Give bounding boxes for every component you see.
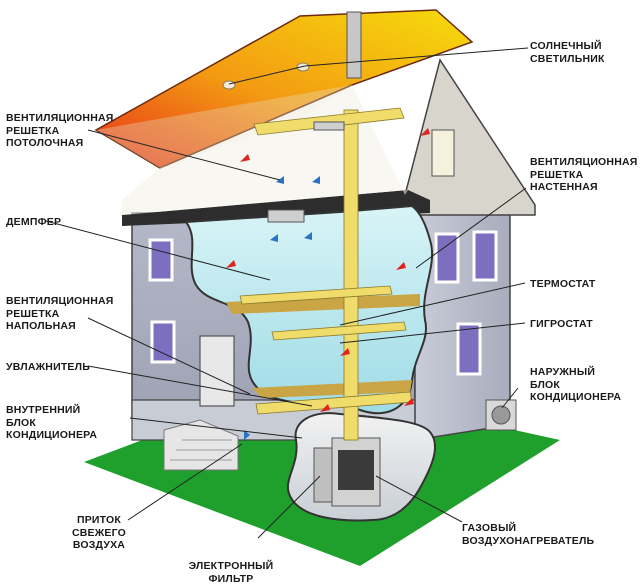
window-bottom-left (150, 320, 176, 364)
upper-duct (239, 285, 393, 305)
solar-lamp-1 (222, 80, 236, 90)
door (199, 335, 235, 407)
mid-duct (271, 321, 407, 341)
airflow-arrows (226, 128, 430, 440)
ceiling-vent (313, 121, 345, 131)
floor-slab-2 (226, 294, 420, 314)
label-hygrostat: ГИГРОСТАТ (530, 318, 593, 330)
outdoor-ac-unit (485, 399, 517, 431)
floor-slab-1 (252, 380, 412, 398)
window-side-3 (456, 322, 482, 376)
label-humidifier: УВЛАЖНИТЕЛЬ (6, 361, 90, 373)
label-electronic-filter: ЭЛЕКТРОННЫЙ ФИЛЬТР (188, 560, 274, 585)
label-outdoor-unit: НАРУЖНЫЙ БЛОК КОНДИЦИОНЕРА (530, 366, 622, 403)
label-floor-grille: ВЕНТИЛЯЦИОННАЯ РЕШЕТКА НАПОЛЬНАЯ (6, 295, 114, 332)
roof-vent-pipe (346, 11, 362, 79)
label-indoor-unit: ВНУТРЕННИЙ БЛОК КОНДИЦИОНЕРА (6, 404, 98, 441)
window-side-1 (434, 232, 460, 284)
label-ceiling-grille: ВЕНТИЛЯЦИОННАЯ РЕШЕТКА ПОТОЛОЧНАЯ (6, 112, 114, 149)
label-solar-lamp: СОЛНЕЧНЫЙ СВЕТИЛЬНИК (530, 40, 605, 65)
roof-edge (96, 85, 352, 168)
label-thermostat: ТЕРМОСТАТ (530, 278, 596, 290)
outdoor-fan-icon (491, 405, 511, 425)
heater-panel (338, 450, 374, 490)
vertical-duct (343, 109, 359, 441)
label-wall-grille: ВЕНТИЛЯЦИОННАЯ РЕШЕТКА НАСТЕННАЯ (530, 156, 638, 193)
window-top-left (148, 238, 174, 282)
electronic-filter-unit (313, 447, 333, 503)
damper-unit (267, 209, 305, 223)
gable (404, 58, 536, 216)
label-gas-heater: ГАЗОВЫЙ ВОЗДУХОНАГРЕВАТЕЛЬ (462, 522, 595, 547)
label-fresh-air: ПРИТОК СВЕЖЕГО ВОЗДУХА (71, 514, 127, 551)
solar-lamp-2 (296, 62, 310, 72)
window-side-2 (472, 230, 498, 282)
label-damper: ДЕМПФЕР (6, 216, 62, 228)
leader-lines (45, 47, 529, 539)
window-gable (431, 129, 455, 177)
